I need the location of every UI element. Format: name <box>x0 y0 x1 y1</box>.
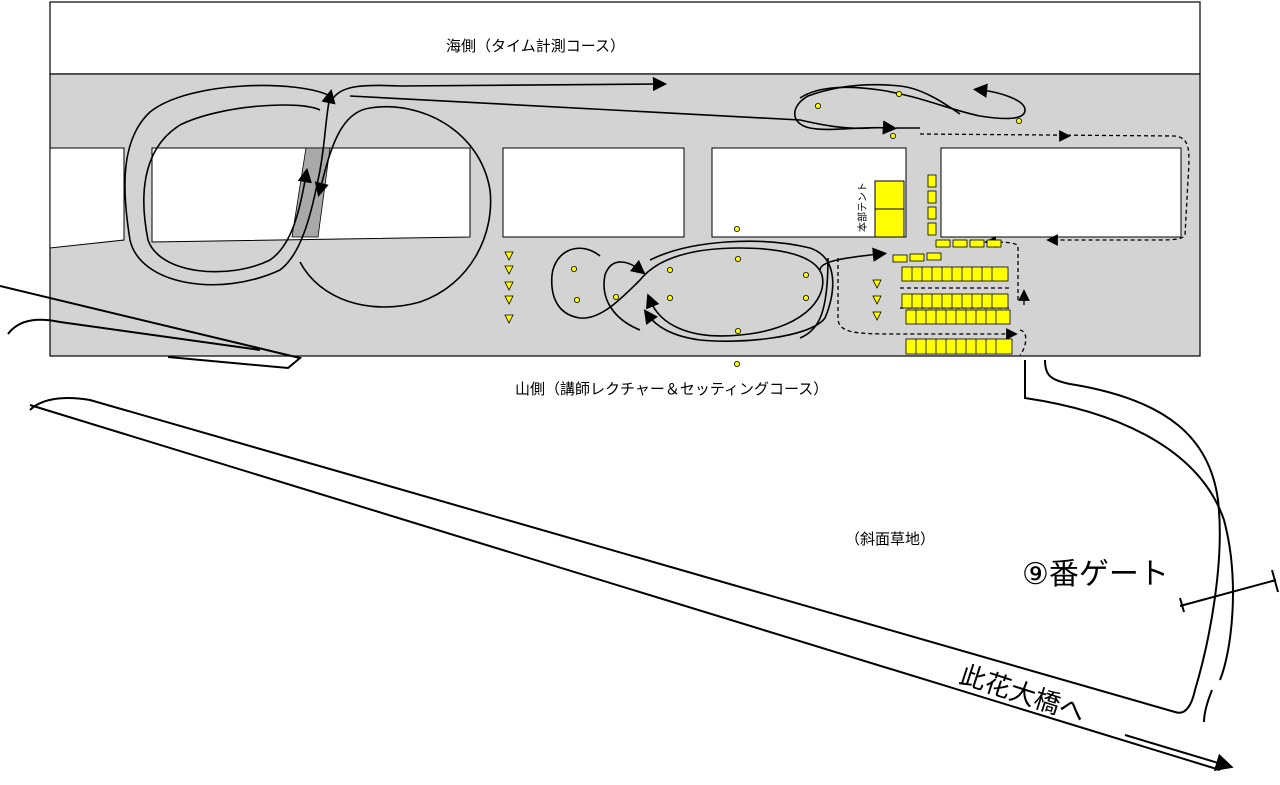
building-1 <box>49 147 125 249</box>
cones <box>504 251 882 324</box>
konohana-road-bottom <box>29 404 1221 771</box>
walk-arrows <box>1018 130 1071 305</box>
building-3 <box>502 147 685 238</box>
lecture-course <box>551 240 888 342</box>
building-5 <box>940 147 1182 238</box>
sea-pylons <box>815 91 1023 139</box>
gate-road-outer-b <box>1203 689 1213 723</box>
building-4 <box>711 147 907 238</box>
konohana-road-top <box>29 359 1221 714</box>
roads <box>0 285 1279 772</box>
site-access-road-upper <box>0 285 303 370</box>
sea-side-label: 海側（タイム計測コース） <box>446 37 625 55</box>
hq-tent: 本部テント <box>856 180 905 238</box>
mountain-side-label: 山側（講師レクチャー＆セッティングコース） <box>515 380 828 398</box>
site-access-road-lower <box>7 318 261 351</box>
gate-label: ⑨番ゲート <box>1022 557 1169 592</box>
lecture-pylons <box>571 225 810 367</box>
to-bridge-label: 此花大橋へ <box>956 660 1089 729</box>
konohana-arrow <box>1124 734 1234 772</box>
sea-side-area <box>49 1 1201 75</box>
time-attack-course <box>124 76 1026 308</box>
parking-slots <box>892 174 1013 355</box>
hq-tent-label: 本部テント <box>856 182 869 232</box>
gate-bar <box>1179 579 1277 607</box>
slope-grass-label: （斜面草地） <box>845 530 935 548</box>
gate-road-outer <box>1024 360 1234 681</box>
